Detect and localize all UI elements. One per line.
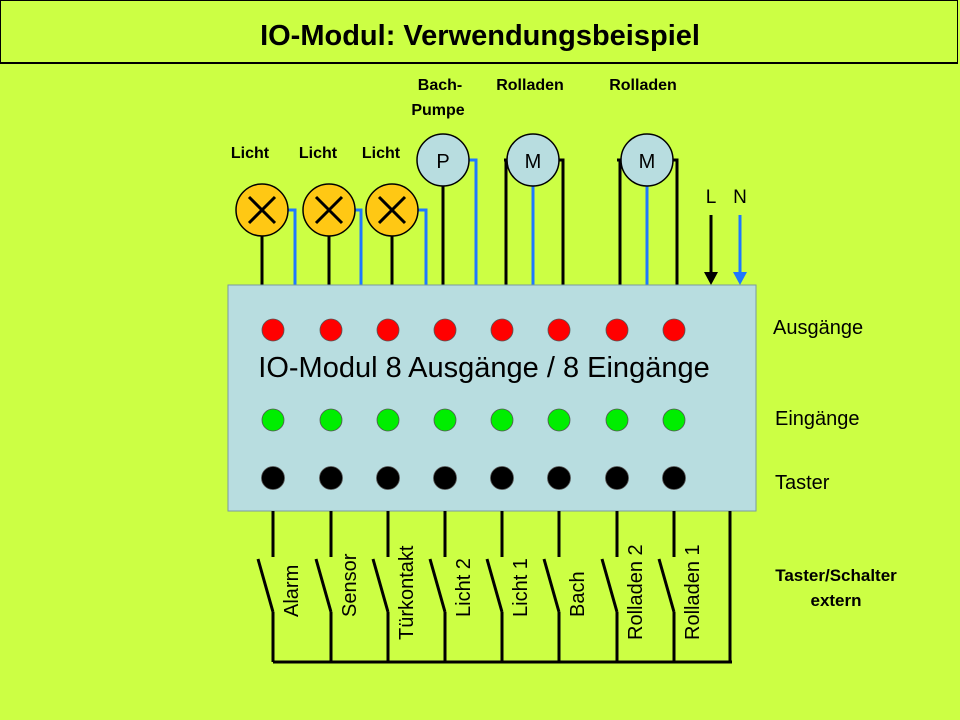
- output-led-3: [376, 318, 400, 342]
- switch-8-contact: [657, 511, 676, 662]
- switch-6-label: Bach: [567, 571, 589, 617]
- output-led-5: [490, 318, 514, 342]
- lamp-1: [235, 183, 289, 237]
- switch-8-label: Rolladen 1: [682, 544, 704, 640]
- input-led-5: [490, 408, 514, 432]
- inputs-row-label: Eingänge: [775, 408, 860, 430]
- external-label-line-2: extern: [810, 591, 861, 610]
- motor-2: M: [620, 133, 674, 187]
- switch-7: Rolladen 2: [600, 511, 647, 662]
- power-n-label: N: [733, 187, 747, 208]
- switch-8: Rolladen 1: [657, 511, 704, 662]
- pump: P: [416, 133, 470, 187]
- motor-1-label: Rolladen: [496, 77, 564, 94]
- output-led-1: [261, 318, 285, 342]
- switch-2-label: Sensor: [339, 553, 361, 617]
- switch-1-label: Alarm: [281, 565, 303, 617]
- motor-2-wire-right: [672, 158, 679, 286]
- motor-2-circle: [620, 133, 674, 187]
- switch-1-contact: [256, 511, 275, 662]
- output-led-4: [433, 318, 457, 342]
- page-title: IO-Modul: Verwendungsbeispiel: [260, 20, 700, 52]
- input-led-1: [261, 408, 285, 432]
- switch-4-contact: [428, 511, 447, 662]
- switch-6-contact: [542, 511, 561, 662]
- motor-2-symbol: M: [639, 151, 656, 173]
- motor-1-wire-left: [504, 158, 508, 286]
- input-led-7: [605, 408, 629, 432]
- input-led-4: [433, 408, 457, 432]
- pump-circle: [416, 133, 470, 187]
- switch-5: Licht 1: [485, 511, 532, 662]
- output-led-6: [547, 318, 571, 342]
- output-led-7: [605, 318, 629, 342]
- external-label-line-1: Taster/Schalter: [775, 566, 897, 585]
- switch-3-contact: [371, 511, 390, 662]
- input-led-8: [662, 408, 686, 432]
- lamp-2-cross-icon: [314, 195, 344, 225]
- push-button-5[interactable]: [490, 466, 514, 490]
- pump-label-line-2: Pumpe: [411, 102, 464, 119]
- pump-symbol: P: [436, 151, 449, 173]
- module-leds: [261, 318, 686, 490]
- motor-1-symbol: M: [525, 151, 542, 173]
- input-led-2: [319, 408, 343, 432]
- io-module-name: IO-Modul 8 Ausgänge / 8 Eingänge: [258, 352, 709, 384]
- motor-2-wire-left: [617, 158, 622, 286]
- input-led-3: [376, 408, 400, 432]
- l-arrow-head: [704, 272, 718, 285]
- motor-1: M: [506, 133, 560, 187]
- external-switches: Alarm Sensor Türkontakt Licht 2 Licht 1 Bach R…: [256, 511, 704, 662]
- push-button-2[interactable]: [319, 466, 343, 490]
- push-button-1[interactable]: [261, 466, 285, 490]
- lamp-2: [302, 183, 356, 237]
- switch-5-label: Licht 1: [510, 558, 532, 617]
- push-button-4[interactable]: [433, 466, 457, 490]
- switch-2: Sensor: [314, 511, 361, 662]
- switch-4: Licht 2: [428, 511, 475, 662]
- push-button-8[interactable]: [662, 466, 686, 490]
- switch-4-label: Licht 2: [453, 558, 475, 617]
- lamp-2-label: Licht: [299, 145, 338, 162]
- switch-6: Bach: [542, 511, 589, 662]
- switch-5-contact: [485, 511, 504, 662]
- title-bar: [0, 0, 958, 64]
- switch-3-label: Türkontakt: [396, 545, 418, 640]
- power-l-label: L: [706, 187, 717, 208]
- push-button-3[interactable]: [376, 466, 400, 490]
- switch-1: Alarm: [256, 511, 303, 662]
- buttons-row-label: Taster: [775, 472, 830, 494]
- lamp-3-cross-icon: [377, 195, 407, 225]
- switch-3: Türkontakt: [371, 511, 418, 662]
- switch-7-contact: [600, 511, 619, 662]
- pump-wire-blue: [464, 158, 478, 286]
- motor-1-circle: [506, 133, 560, 187]
- pump-label-line-1: Bach-: [418, 77, 462, 94]
- motor-2-label: Rolladen: [609, 77, 677, 94]
- motor-1-wire-right: [558, 158, 565, 286]
- push-button-7[interactable]: [605, 466, 629, 490]
- switch-7-label: Rolladen 2: [625, 544, 647, 640]
- lamp-3-label: Licht: [362, 145, 401, 162]
- input-led-6: [547, 408, 571, 432]
- outputs-row-label: Ausgänge: [773, 317, 863, 339]
- lamp-1-cross-icon: [247, 195, 277, 225]
- n-arrow-head: [733, 272, 747, 285]
- switch-2-contact: [314, 511, 333, 662]
- output-led-2: [319, 318, 343, 342]
- output-led-8: [662, 318, 686, 342]
- lamp-3: [365, 183, 419, 237]
- push-button-6[interactable]: [547, 466, 571, 490]
- lamp-1-label: Licht: [231, 145, 270, 162]
